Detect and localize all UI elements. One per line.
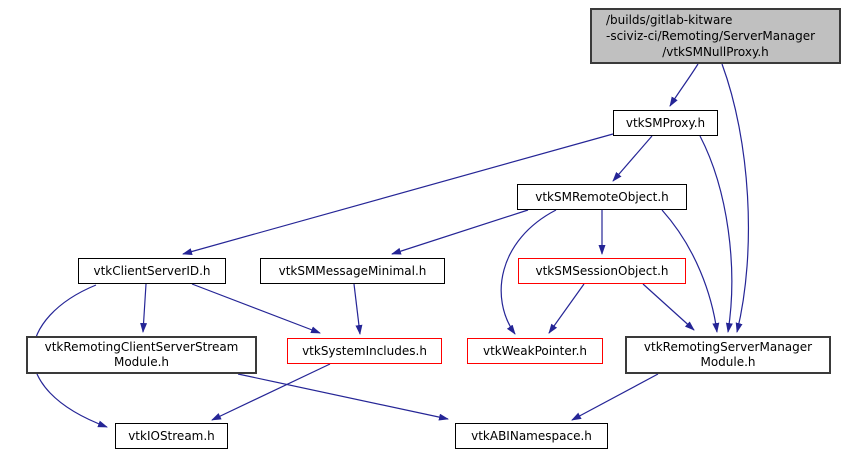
edge-vtkRemotingClientServerStreamModule-to-vtkABINamespace xyxy=(237,373,449,421)
graph-node-vtkSMSessionObject-h[interactable]: vtkSMSessionObject.h xyxy=(518,258,686,284)
edge-vtkClientServerID-to-vtkRemotingClientServerStreamModule xyxy=(140,283,148,333)
edge-vtkSystemIncludes-to-vtkIOStream xyxy=(211,363,331,421)
graph-node-vtkSMMessageMinimal-h[interactable]: vtkSMMessageMinimal.h xyxy=(260,258,445,284)
node-label: vtkIOStream.h xyxy=(128,428,215,443)
node-label-line: -sciviz-ci/Remoting/ServerManager xyxy=(606,29,816,43)
node-label: vtkSMMessageMinimal.h xyxy=(278,263,427,278)
edge-root-to-vtkRemotingServerManagerModule xyxy=(721,63,749,333)
graph-node-vtkSystemIncludes-h[interactable]: vtkSystemIncludes.h xyxy=(287,338,442,364)
edge-vtkRemotingServerManagerModule-to-vtkABINamespace xyxy=(571,373,659,421)
graph-node-vtkRemotingClientServerStreamModule-h[interactable]: vtkRemotingClientServerStream Module.h xyxy=(26,336,257,374)
node-label: vtkABINamespace.h xyxy=(471,428,592,443)
graph-node-vtkRemotingServerManagerModule-h[interactable]: vtkRemotingServerManager Module.h xyxy=(625,336,831,374)
graph-node-vtkSMNullProxy-h-root[interactable]: /builds/gitlab-kitware -sciviz-ci/Remoti… xyxy=(590,8,841,64)
graph-node-vtkSMRemoteObject-h[interactable]: vtkSMRemoteObject.h xyxy=(517,184,687,210)
edge-vtkSMSessionObject-to-vtkWeakPointer xyxy=(548,283,585,334)
graph-node-vtkSMProxy-h[interactable]: vtkSMProxy.h xyxy=(613,110,718,136)
node-label-line: Module.h xyxy=(700,355,756,369)
edge-vtkSMProxy-to-vtkClientServerID xyxy=(182,133,614,255)
edge-vtkSMRemoteObject-to-vtkWeakPointer xyxy=(500,209,557,335)
edge-vtkClientServerID-to-vtkSystemIncludes xyxy=(191,283,321,334)
edge-vtkSMRemoteObject-to-vtkSMMessageMinimal xyxy=(391,209,529,255)
edge-vtkSMRemoteObject-to-vtkRemotingServerManagerModule xyxy=(661,209,720,333)
node-label: vtkSMSessionObject.h xyxy=(535,263,669,278)
node-label: vtkClientServerID.h xyxy=(93,263,211,278)
edge-vtkSMSessionObject-to-vtkRemotingServerManagerModule xyxy=(642,283,695,331)
node-label-line: /builds/gitlab-kitware xyxy=(606,13,733,27)
node-label-line: Module.h xyxy=(113,355,170,369)
node-label-line: vtkRemotingClientServerStream xyxy=(44,340,239,354)
graph-node-vtkClientServerID-h[interactable]: vtkClientServerID.h xyxy=(78,258,226,284)
edge-root-to-vtkSMProxy xyxy=(669,63,699,107)
node-label: vtkWeakPointer.h xyxy=(482,343,588,358)
graph-node-vtkIOStream-h[interactable]: vtkIOStream.h xyxy=(115,423,228,449)
graph-node-vtkABINamespace-h[interactable]: vtkABINamespace.h xyxy=(455,423,608,449)
graph-node-vtkWeakPointer-h[interactable]: vtkWeakPointer.h xyxy=(467,338,603,364)
edge-vtkSMProxy-to-vtkRemotingServerManagerModule xyxy=(699,135,733,333)
node-label-line: vtkRemotingServerManager xyxy=(643,340,813,354)
node-label: vtkSMProxy.h xyxy=(625,115,706,130)
edge-vtkSMProxy-to-vtkSMRemoteObject xyxy=(612,135,653,182)
node-label: vtkSMRemoteObject.h xyxy=(535,189,669,204)
node-label: vtkSystemIncludes.h xyxy=(302,343,427,358)
node-label-line: /vtkSMNullProxy.h xyxy=(662,45,769,59)
edge-vtkSMMessageMinimal-to-vtkSystemIncludes xyxy=(353,283,363,335)
